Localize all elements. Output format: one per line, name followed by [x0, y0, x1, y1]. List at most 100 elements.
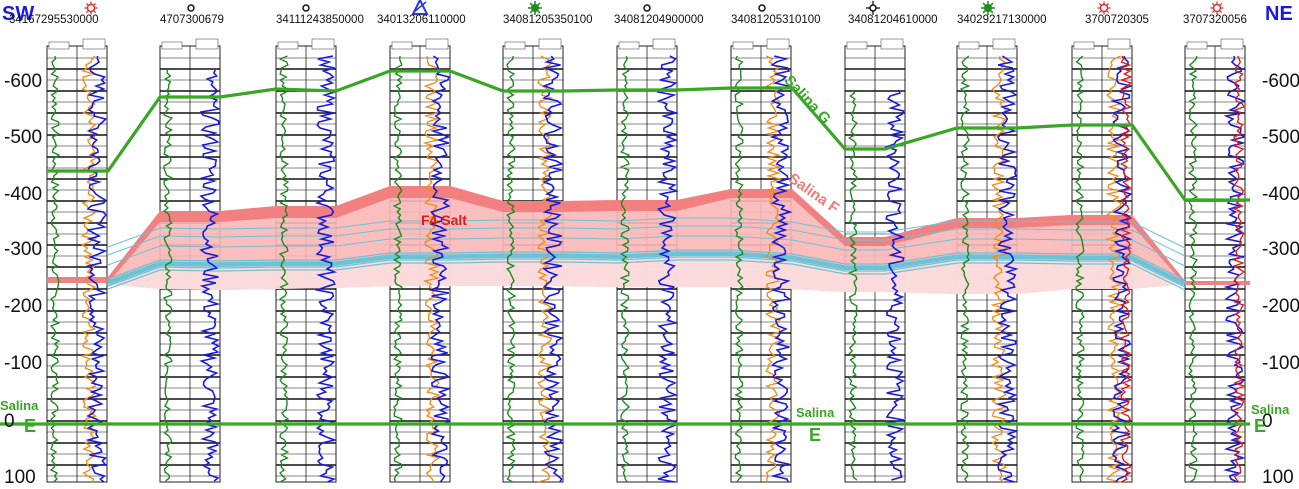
track-header [195, 38, 219, 50]
resistivity-curve [85, 55, 108, 483]
track-header [48, 41, 70, 50]
density-curve [80, 55, 98, 483]
depth-tick-label: -400 [4, 184, 43, 205]
depth-tick-label: -100 [1262, 353, 1299, 374]
blue-marker-line [107, 259, 1186, 291]
oil-well-ray [987, 7, 994, 14]
triangle-well-icon [411, 0, 429, 15]
oil-well-ray [529, 2, 536, 9]
track-header [277, 41, 299, 50]
gas-well-ray [85, 10, 89, 14]
density-curve [1104, 55, 1124, 483]
well-uwi-label: 4707300679 [160, 14, 224, 26]
gamma-ray-curve [1187, 55, 1199, 483]
salina-e-right-sub: E [1254, 416, 1267, 436]
gas-well-ray [1106, 2, 1110, 6]
well-uwi-label: 34167295530000 [9, 14, 99, 26]
gas-well-ray [1219, 10, 1223, 14]
red-log-curve [1118, 55, 1133, 483]
density-curve [536, 55, 554, 483]
gamma-ray-curve [505, 55, 517, 483]
gas-well-icon [1099, 3, 1109, 13]
gas-well-ray [1098, 10, 1102, 14]
track-header [618, 41, 640, 50]
well-track-1 [46, 38, 108, 483]
gas-well-ray [1098, 2, 1102, 6]
well-circle-icon [187, 4, 195, 12]
blue-marker-line [107, 256, 1186, 288]
gamma-ray-curve [1074, 55, 1086, 483]
well-circle-icon [758, 4, 766, 12]
depth-tick-label: -600 [4, 71, 43, 92]
gas-well-ray [1211, 2, 1215, 6]
blue-marker-line [107, 252, 1186, 286]
salina-e-right-label: Salina [1251, 402, 1290, 417]
salina-e-mid-sub: E [809, 425, 822, 445]
gamma-ray-curve [162, 69, 174, 482]
gas-well-ray [93, 10, 97, 14]
gamma-ray-curve [847, 89, 858, 481]
track-header [1220, 38, 1244, 50]
salina-g-line [47, 69, 1250, 202]
track-header [161, 41, 183, 50]
depth-tick-label: -400 [1262, 184, 1299, 205]
gamma-ray-curve [278, 55, 290, 483]
f4-salt-label: F4 Salt [421, 212, 467, 228]
correlation-bands [47, 186, 1250, 294]
formation-top-lines [0, 69, 1250, 426]
resistivity-curve [1110, 55, 1134, 483]
oil-well-ray [534, 2, 541, 9]
dry-gas-well-icon [869, 4, 877, 12]
track-header [1186, 41, 1208, 50]
gamma-ray-curve [392, 55, 404, 483]
resistivity-curve [541, 55, 565, 483]
track-header [652, 38, 676, 50]
oil-well-ray [982, 2, 989, 9]
well-uwi-label: 34029217130000 [957, 14, 1047, 26]
depth-tick-label: -500 [1262, 127, 1299, 148]
well-uwi-label: 3707320056 [1183, 14, 1247, 26]
gamma-ray-curve [49, 55, 61, 483]
red-log-curve [1232, 55, 1246, 483]
resistivity-curve [314, 55, 338, 483]
well-log-curves [49, 55, 1247, 483]
depth-tick-label: -300 [1262, 239, 1299, 260]
oil-well-ray [982, 7, 989, 14]
track-header [766, 38, 790, 50]
track-header [311, 38, 335, 50]
oil-well-ray [529, 7, 536, 14]
northeast-label: NE [1265, 3, 1293, 25]
gas-well-ray [93, 2, 97, 6]
track-header [880, 38, 904, 50]
oil-well-ray [534, 7, 541, 14]
depth-tick-label: -100 [4, 353, 43, 374]
track-header [958, 41, 980, 50]
gas-well-icon [1212, 3, 1222, 13]
track-header [391, 41, 413, 50]
triangle-slash [413, 1, 427, 13]
well-uwi-label: 34081204610000 [848, 14, 938, 26]
gas-well-ray [1211, 10, 1215, 14]
resistivity-curve [428, 55, 452, 483]
density-curve [422, 55, 442, 483]
track-header [846, 41, 868, 50]
track-header [992, 38, 1016, 50]
well-uwi-label: 34081205310100 [731, 14, 821, 26]
depth-tick-label: 100 [4, 467, 36, 488]
depth-tick-label: -500 [4, 127, 43, 148]
depth-tick-label: -300 [4, 239, 43, 260]
depth-tick-label: 0 [1262, 411, 1273, 432]
well-uwi-label: 34111243850000 [276, 14, 364, 26]
gas-well-ray [85, 2, 89, 6]
track-header [82, 38, 106, 50]
salina-e-mid-label: Salina [796, 405, 835, 420]
gas-well-ray [1106, 10, 1110, 14]
track-header [1073, 41, 1095, 50]
depth-tick-label: 0 [4, 411, 15, 432]
track-header [732, 41, 754, 50]
depth-tick-label: -200 [1262, 296, 1299, 317]
depth-tick-label: -600 [1262, 71, 1299, 92]
track-header [425, 38, 449, 50]
gamma-ray-curve [619, 55, 631, 483]
